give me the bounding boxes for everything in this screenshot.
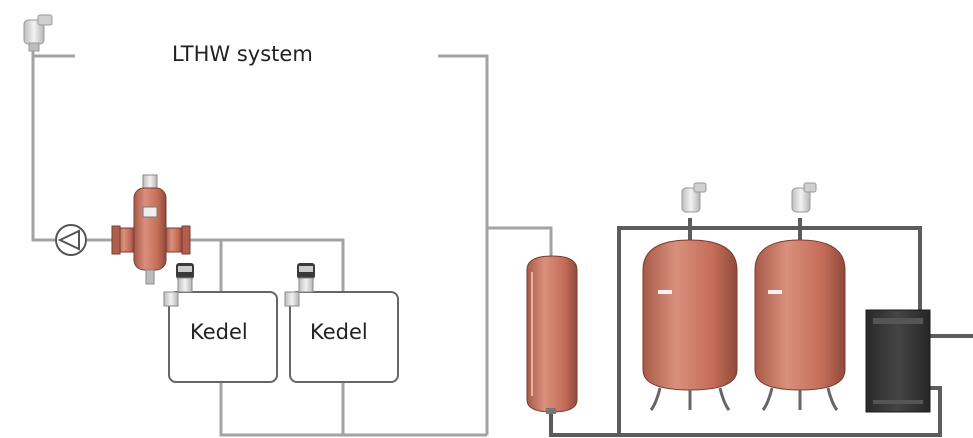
expansion-vessel-large-2 <box>754 182 846 411</box>
expansion-vessel-large-1 <box>642 182 738 411</box>
pipework <box>31 50 553 437</box>
expansion-vessel-small <box>526 255 578 414</box>
pipe-dark-bottom <box>549 386 942 437</box>
boiler-2-label: Kedel <box>310 320 368 344</box>
pipe-separator-outlet <box>190 238 345 292</box>
pipe-vessel-branch <box>487 226 553 256</box>
boiler-1 <box>168 291 278 383</box>
separator-icon <box>111 174 191 285</box>
air-vent-icon <box>23 14 53 52</box>
pipe-boiler-return <box>219 382 487 437</box>
control-unit-icon <box>865 309 931 413</box>
boiler-valve-icon-2 <box>284 263 315 307</box>
boiler-2 <box>289 291 399 383</box>
pump-symbol <box>55 224 87 256</box>
pipe-left-riser <box>31 56 55 242</box>
system-title: LTHW system <box>172 42 313 66</box>
boiler-valve-icon-1 <box>163 263 194 307</box>
pipe-system-right <box>438 54 489 435</box>
boiler-1-label: Kedel <box>190 320 248 344</box>
